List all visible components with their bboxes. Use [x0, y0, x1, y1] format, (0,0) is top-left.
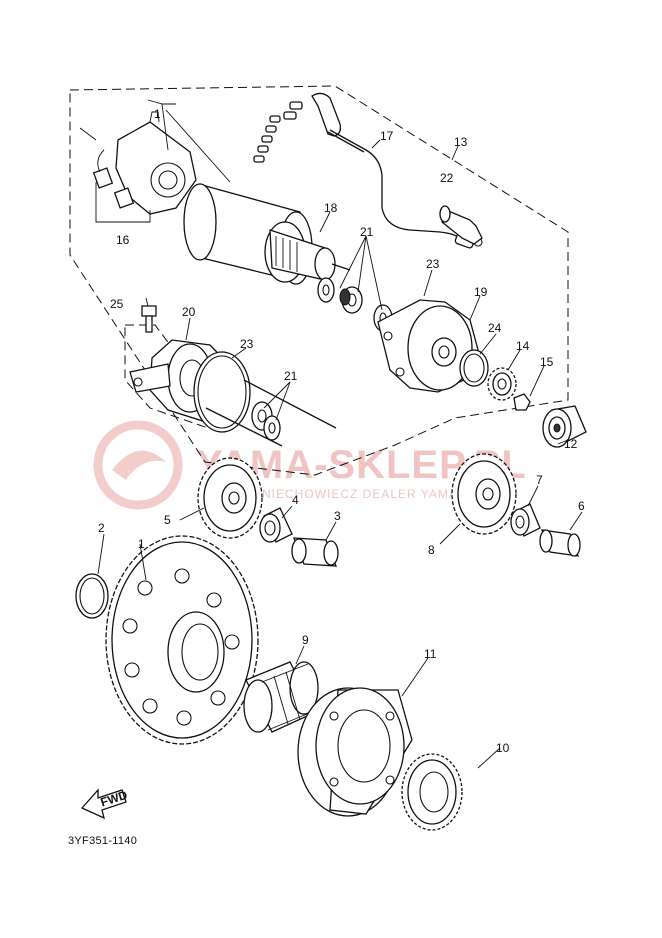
callout-5: 5: [164, 513, 171, 527]
diagram-code: 3YF351-1140: [68, 835, 137, 847]
callout-3: 3: [334, 509, 341, 523]
callout-22: 22: [440, 171, 454, 185]
idle-gear-left: [197, 457, 263, 539]
callout-21-lower: 21: [284, 369, 298, 383]
brush-holder-assembly: [79, 111, 197, 223]
pinion-gear: [487, 367, 517, 401]
callout-4: 4: [292, 493, 299, 507]
callout-2: 2: [98, 521, 105, 535]
callout-labels: 1 2 3 4 5 6 7 8 9 10 11 12 13 14 15 16 1…: [98, 107, 585, 755]
fwd-arrow-icon: FWD: [80, 788, 129, 820]
callout-17: 17: [380, 129, 394, 143]
callout-25: 25: [110, 297, 124, 311]
idle-gear-right: [451, 453, 517, 535]
leader-lines: [97, 99, 583, 769]
assembly-13-boundary: [69, 85, 569, 476]
bearing: [542, 405, 587, 448]
callout-18: 18: [324, 201, 338, 215]
bolt: [141, 305, 157, 333]
one-way-clutch-housing: [297, 687, 413, 817]
callout-9: 9: [302, 633, 309, 647]
callout-7: 7: [536, 473, 543, 487]
armature: [264, 221, 351, 283]
callout-13: 13: [454, 135, 468, 149]
one-way-clutch: [401, 753, 463, 831]
needle-bearing-right: [510, 503, 541, 537]
end-cover: [377, 299, 479, 393]
nut: [513, 393, 531, 411]
callout-14: 14: [516, 339, 530, 353]
callout-1-gear: 1: [138, 537, 145, 551]
callout-8: 8: [428, 543, 435, 557]
callout-12: 12: [564, 437, 578, 451]
callout-1-brush: 1: [154, 107, 161, 121]
terminal-cover: [439, 205, 483, 245]
callout-15: 15: [540, 355, 554, 369]
assembly-20-boundary: [124, 324, 211, 429]
callout-24: 24: [488, 321, 502, 335]
callout-23-upper: 23: [426, 257, 440, 271]
starter-wheel-gear: [105, 535, 259, 745]
callout-10: 10: [496, 741, 510, 755]
terminal-bolts: [253, 101, 303, 163]
callout-23-lower: 23: [240, 337, 254, 351]
washers-lower: [251, 401, 281, 441]
needle-bearing-left: [259, 507, 293, 543]
callout-19: 19: [474, 285, 488, 299]
shaft-right: [539, 529, 581, 557]
watermark-subtitle: NIECHOWIECZ DEALER YAMAHA: [262, 487, 477, 501]
long-bolt-upper: [243, 379, 337, 429]
callout-6: 6: [578, 499, 585, 513]
callout-11: 11: [424, 647, 437, 661]
needle-bearing-large: [243, 661, 319, 733]
callout-21-upper: 21: [360, 225, 374, 239]
callout-20: 20: [182, 305, 196, 319]
callout-16: 16: [116, 233, 130, 247]
shaft-left: [291, 537, 339, 567]
